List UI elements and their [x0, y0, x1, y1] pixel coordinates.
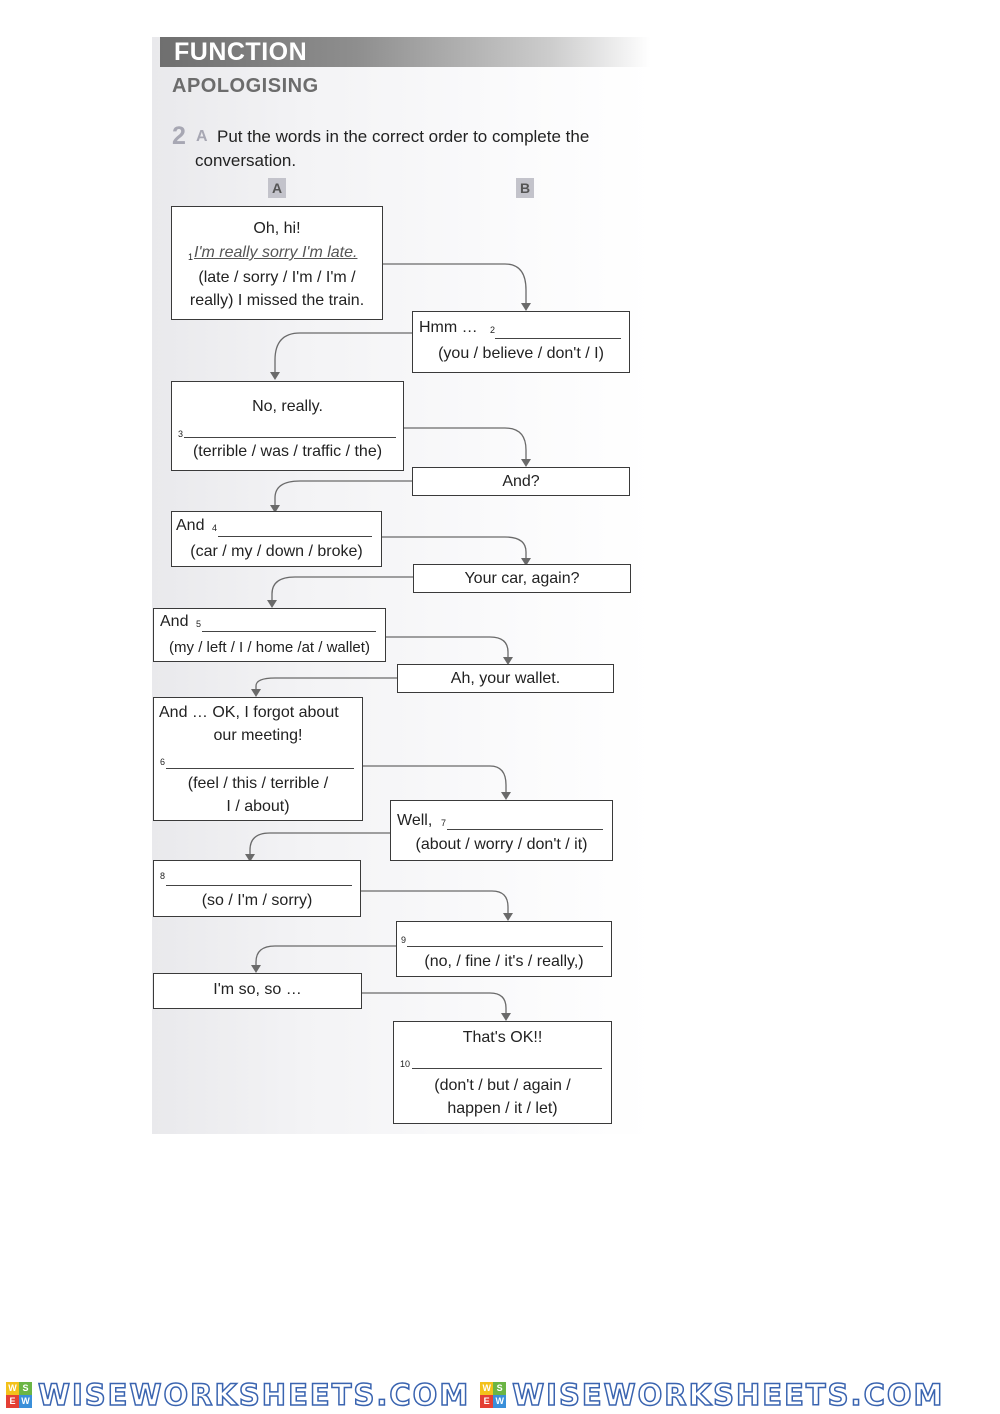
- exercise-letter: A: [196, 128, 208, 145]
- arrow-4: [274, 480, 412, 508]
- line-text: That's OK!!: [462, 1029, 543, 1046]
- word-prompt-5: (my / left / I / home /at / wallet): [169, 639, 370, 656]
- arrow-10: [249, 832, 390, 857]
- arrow-2: [274, 332, 412, 375]
- arrow-9: [363, 765, 507, 795]
- word-prompt-8: (so / I'm / sorry): [201, 892, 313, 909]
- arrow-6: [271, 576, 413, 603]
- arrow-3: [404, 427, 527, 462]
- arrow-8: [255, 677, 397, 692]
- gap-number-8: 8: [160, 871, 166, 881]
- speaker-b-box-wallet: Ah, your wallet.: [397, 664, 614, 693]
- speaker-a-box-3: No, really. 3 (terrible / was / traffic …: [171, 381, 404, 471]
- word-prompt-3: (terrible / was / traffic / the): [192, 443, 383, 460]
- word-prompt-1: (late / sorry / I'm / I'm /: [198, 269, 356, 286]
- prefix-text: And: [160, 613, 189, 630]
- gap-number-10: 10: [400, 1059, 411, 1069]
- gap-number-5: 5: [196, 619, 202, 629]
- word-prompt-2: (you / believe / don't / I): [438, 345, 604, 362]
- answer-blank-4[interactable]: [218, 536, 372, 537]
- word-prompt-6: (feel / this / terrible /: [187, 775, 329, 792]
- line-text: I'm so, so …: [213, 981, 302, 998]
- arrow-1: [382, 263, 527, 306]
- gap-number-7: 7: [441, 818, 447, 828]
- speaker-a-box-8: 8 (so / I'm / sorry): [153, 860, 361, 917]
- greeting-text: Oh, hi!: [253, 220, 301, 237]
- banner-title: FUNCTION: [174, 38, 308, 66]
- speaker-b-box-car: Your car, again?: [413, 564, 631, 593]
- word-prompt-10b: happen / it / let): [447, 1100, 558, 1117]
- brand-text: WISEWORKSHEETS.COM: [37, 1377, 471, 1413]
- section-subtitle: APOLOGISING: [172, 75, 319, 97]
- gap-number-6: 6: [160, 757, 166, 767]
- answer-blank-7[interactable]: [447, 829, 603, 830]
- answer-blank-9[interactable]: [407, 946, 603, 947]
- speaker-b-box-9: 9 (no, / fine / it's / really,): [396, 921, 612, 977]
- answer-blank-3[interactable]: [184, 437, 396, 438]
- arrow-11: [361, 890, 509, 916]
- speaker-a-box-6: And … OK, I forgot about our meeting! 6 …: [153, 697, 363, 821]
- line-text: And … OK, I forgot about: [159, 704, 339, 721]
- word-prompt-4: (car / my / down / broke): [190, 543, 363, 560]
- line-text: No, really.: [252, 398, 323, 415]
- speaker-b-box-and: And?: [412, 467, 630, 496]
- line-text: Ah, your wallet.: [450, 670, 561, 687]
- word-prompt-7: (about / worry / don't / it): [415, 836, 588, 853]
- gap-number-3: 3: [178, 429, 184, 439]
- example-answer: I'm really sorry I'm late.: [194, 244, 358, 261]
- answer-blank-6[interactable]: [166, 768, 354, 769]
- arrow-12: [255, 945, 396, 968]
- word-prompt-10: (don't / but / again /: [434, 1077, 571, 1094]
- gap-number-9: 9: [401, 935, 407, 945]
- word-prompt-9: (no, / fine / it's / really,): [424, 953, 584, 970]
- answer-blank-8[interactable]: [166, 885, 352, 886]
- speaker-b-box-10: That's OK!! 10 (don't / but / again / ha…: [393, 1021, 612, 1124]
- brand-text: WISEWORKSHEETS.COM: [511, 1377, 945, 1413]
- prefix-text: And: [176, 517, 205, 534]
- answer-blank-5[interactable]: [202, 631, 376, 632]
- instruction-line-1: Put the words in the correct order to co…: [217, 127, 590, 146]
- prefix-text: Well,: [397, 812, 433, 829]
- column-b-label: B: [516, 178, 534, 198]
- word-prompt-6b: I / about): [226, 798, 290, 815]
- arrow-7: [386, 636, 509, 660]
- speaker-a-box-5: And 5 (my / left / I / home /at / wallet…: [153, 608, 386, 662]
- exercise-number: 2: [172, 122, 186, 150]
- line-text: And?: [502, 473, 540, 490]
- arrow-5: [382, 536, 527, 561]
- word-prompt-1b: really) I missed the train.: [189, 292, 365, 309]
- speaker-b-box-7: Well, 7 (about / worry / don't / it): [390, 800, 613, 861]
- gap-number-1: 1: [188, 252, 194, 262]
- gap-number-2: 2: [490, 325, 496, 335]
- function-banner: FUNCTION: [160, 37, 650, 67]
- arrow-13: [362, 992, 507, 1016]
- instruction-line-2: conversation.: [195, 151, 297, 170]
- speaker-a-box-so: I'm so, so …: [153, 973, 362, 1009]
- line-text: Your car, again?: [464, 570, 580, 587]
- column-a-label: A: [268, 178, 286, 198]
- gap-number-4: 4: [212, 523, 218, 533]
- speaker-b-box-2: Hmm … 2 (you / believe / don't / I): [412, 311, 630, 373]
- speaker-a-box-1: Oh, hi! 1 I'm really sorry I'm late. (la…: [171, 206, 383, 320]
- prefix-text: Hmm …: [419, 319, 478, 336]
- answer-blank-2[interactable]: [495, 338, 621, 339]
- speaker-a-box-4: And 4 (car / my / down / broke): [171, 511, 382, 567]
- answer-blank-10[interactable]: [412, 1068, 602, 1069]
- line-text-2: our meeting!: [213, 727, 303, 744]
